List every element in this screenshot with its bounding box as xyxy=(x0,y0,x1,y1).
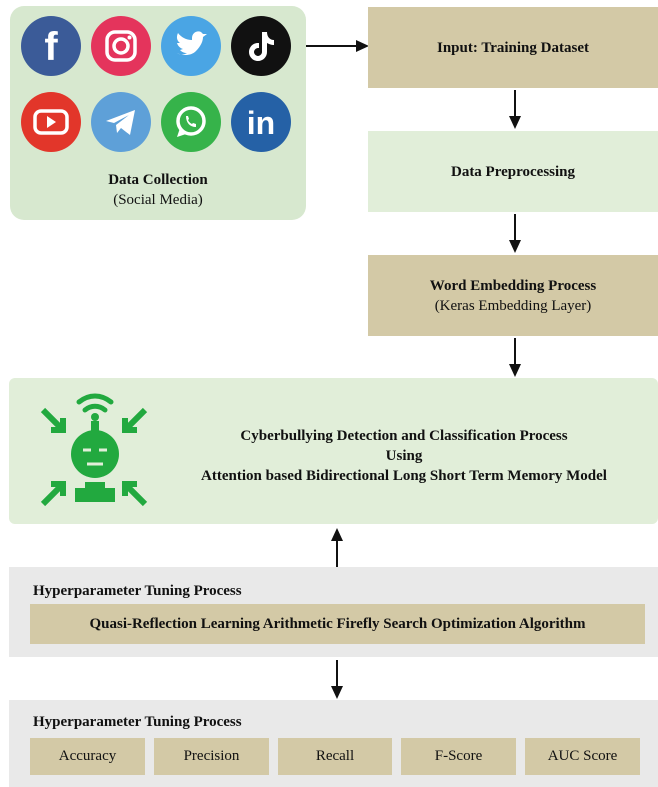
metric-label: AUC Score xyxy=(547,748,618,764)
detection-text: Cyberbullying Detection and Classificati… xyxy=(159,426,649,486)
data-collection-subtitle: (Social Media) xyxy=(113,192,203,208)
evaluation-title: Hyperparameter Tuning Process xyxy=(33,714,242,730)
data-preprocessing-box: Data Preprocessing xyxy=(368,131,658,212)
data-preprocessing-label: Data Preprocessing xyxy=(450,163,575,180)
detection-line-3: Attention based Bidirectional Long Short… xyxy=(201,468,607,484)
metric-label: Precision xyxy=(183,748,240,764)
whatsapp-icon xyxy=(161,92,221,152)
algorithm-box: Quasi-Reflection Learning Arithmetic Fir… xyxy=(30,604,645,644)
arrow-down xyxy=(331,660,343,699)
arrow-down xyxy=(509,338,521,377)
twitter-icon xyxy=(161,16,221,76)
metric-accuracy: Accuracy xyxy=(30,738,145,775)
facebook-icon: f xyxy=(21,16,81,76)
hyperparameter-tuning-panel: Hyperparameter Tuning Process Quasi-Refl… xyxy=(9,567,658,657)
linkedin-icon: in xyxy=(231,92,291,152)
metric-recall: Recall xyxy=(278,738,392,775)
instagram-icon xyxy=(91,16,151,76)
input-training-dataset-box: Input: Training Dataset xyxy=(368,7,658,88)
input-training-dataset-label: Input: Training Dataset xyxy=(437,39,589,56)
metric-label: F-Score xyxy=(434,748,483,764)
word-embedding-subtitle: (Keras Embedding Layer) xyxy=(434,297,592,314)
metric-auc-score: AUC Score xyxy=(525,738,640,775)
data-collection-title: Data Collection xyxy=(108,172,208,188)
arrow-down xyxy=(509,214,521,253)
arrow-right xyxy=(306,40,369,52)
svg-text:f: f xyxy=(44,25,58,69)
telegram-icon xyxy=(91,92,151,152)
word-embedding-title: Word Embedding Process xyxy=(429,277,597,294)
arrow-up xyxy=(331,528,343,567)
detection-line-1: Cyberbullying Detection and Classificati… xyxy=(240,428,568,444)
algorithm-label: Quasi-Reflection Learning Arithmetic Fir… xyxy=(89,616,586,632)
metric-f-score: F-Score xyxy=(401,738,516,775)
metric-label: Accuracy xyxy=(58,748,117,764)
metric-precision: Precision xyxy=(154,738,269,775)
svg-text:in: in xyxy=(247,105,275,141)
word-embedding-box: Word Embedding Process (Keras Embedding … xyxy=(368,255,658,336)
arrow-down xyxy=(509,90,521,129)
ai-head-icon xyxy=(40,393,148,507)
tuning-title: Hyperparameter Tuning Process xyxy=(33,583,242,599)
youtube-icon xyxy=(21,92,81,152)
metric-label: Recall xyxy=(315,748,355,764)
detection-line-2: Using xyxy=(385,448,423,464)
data-collection-panel: f in Data Co xyxy=(10,6,306,220)
tiktok-icon xyxy=(231,16,291,76)
detection-box: Cyberbullying Detection and Classificati… xyxy=(9,378,658,524)
